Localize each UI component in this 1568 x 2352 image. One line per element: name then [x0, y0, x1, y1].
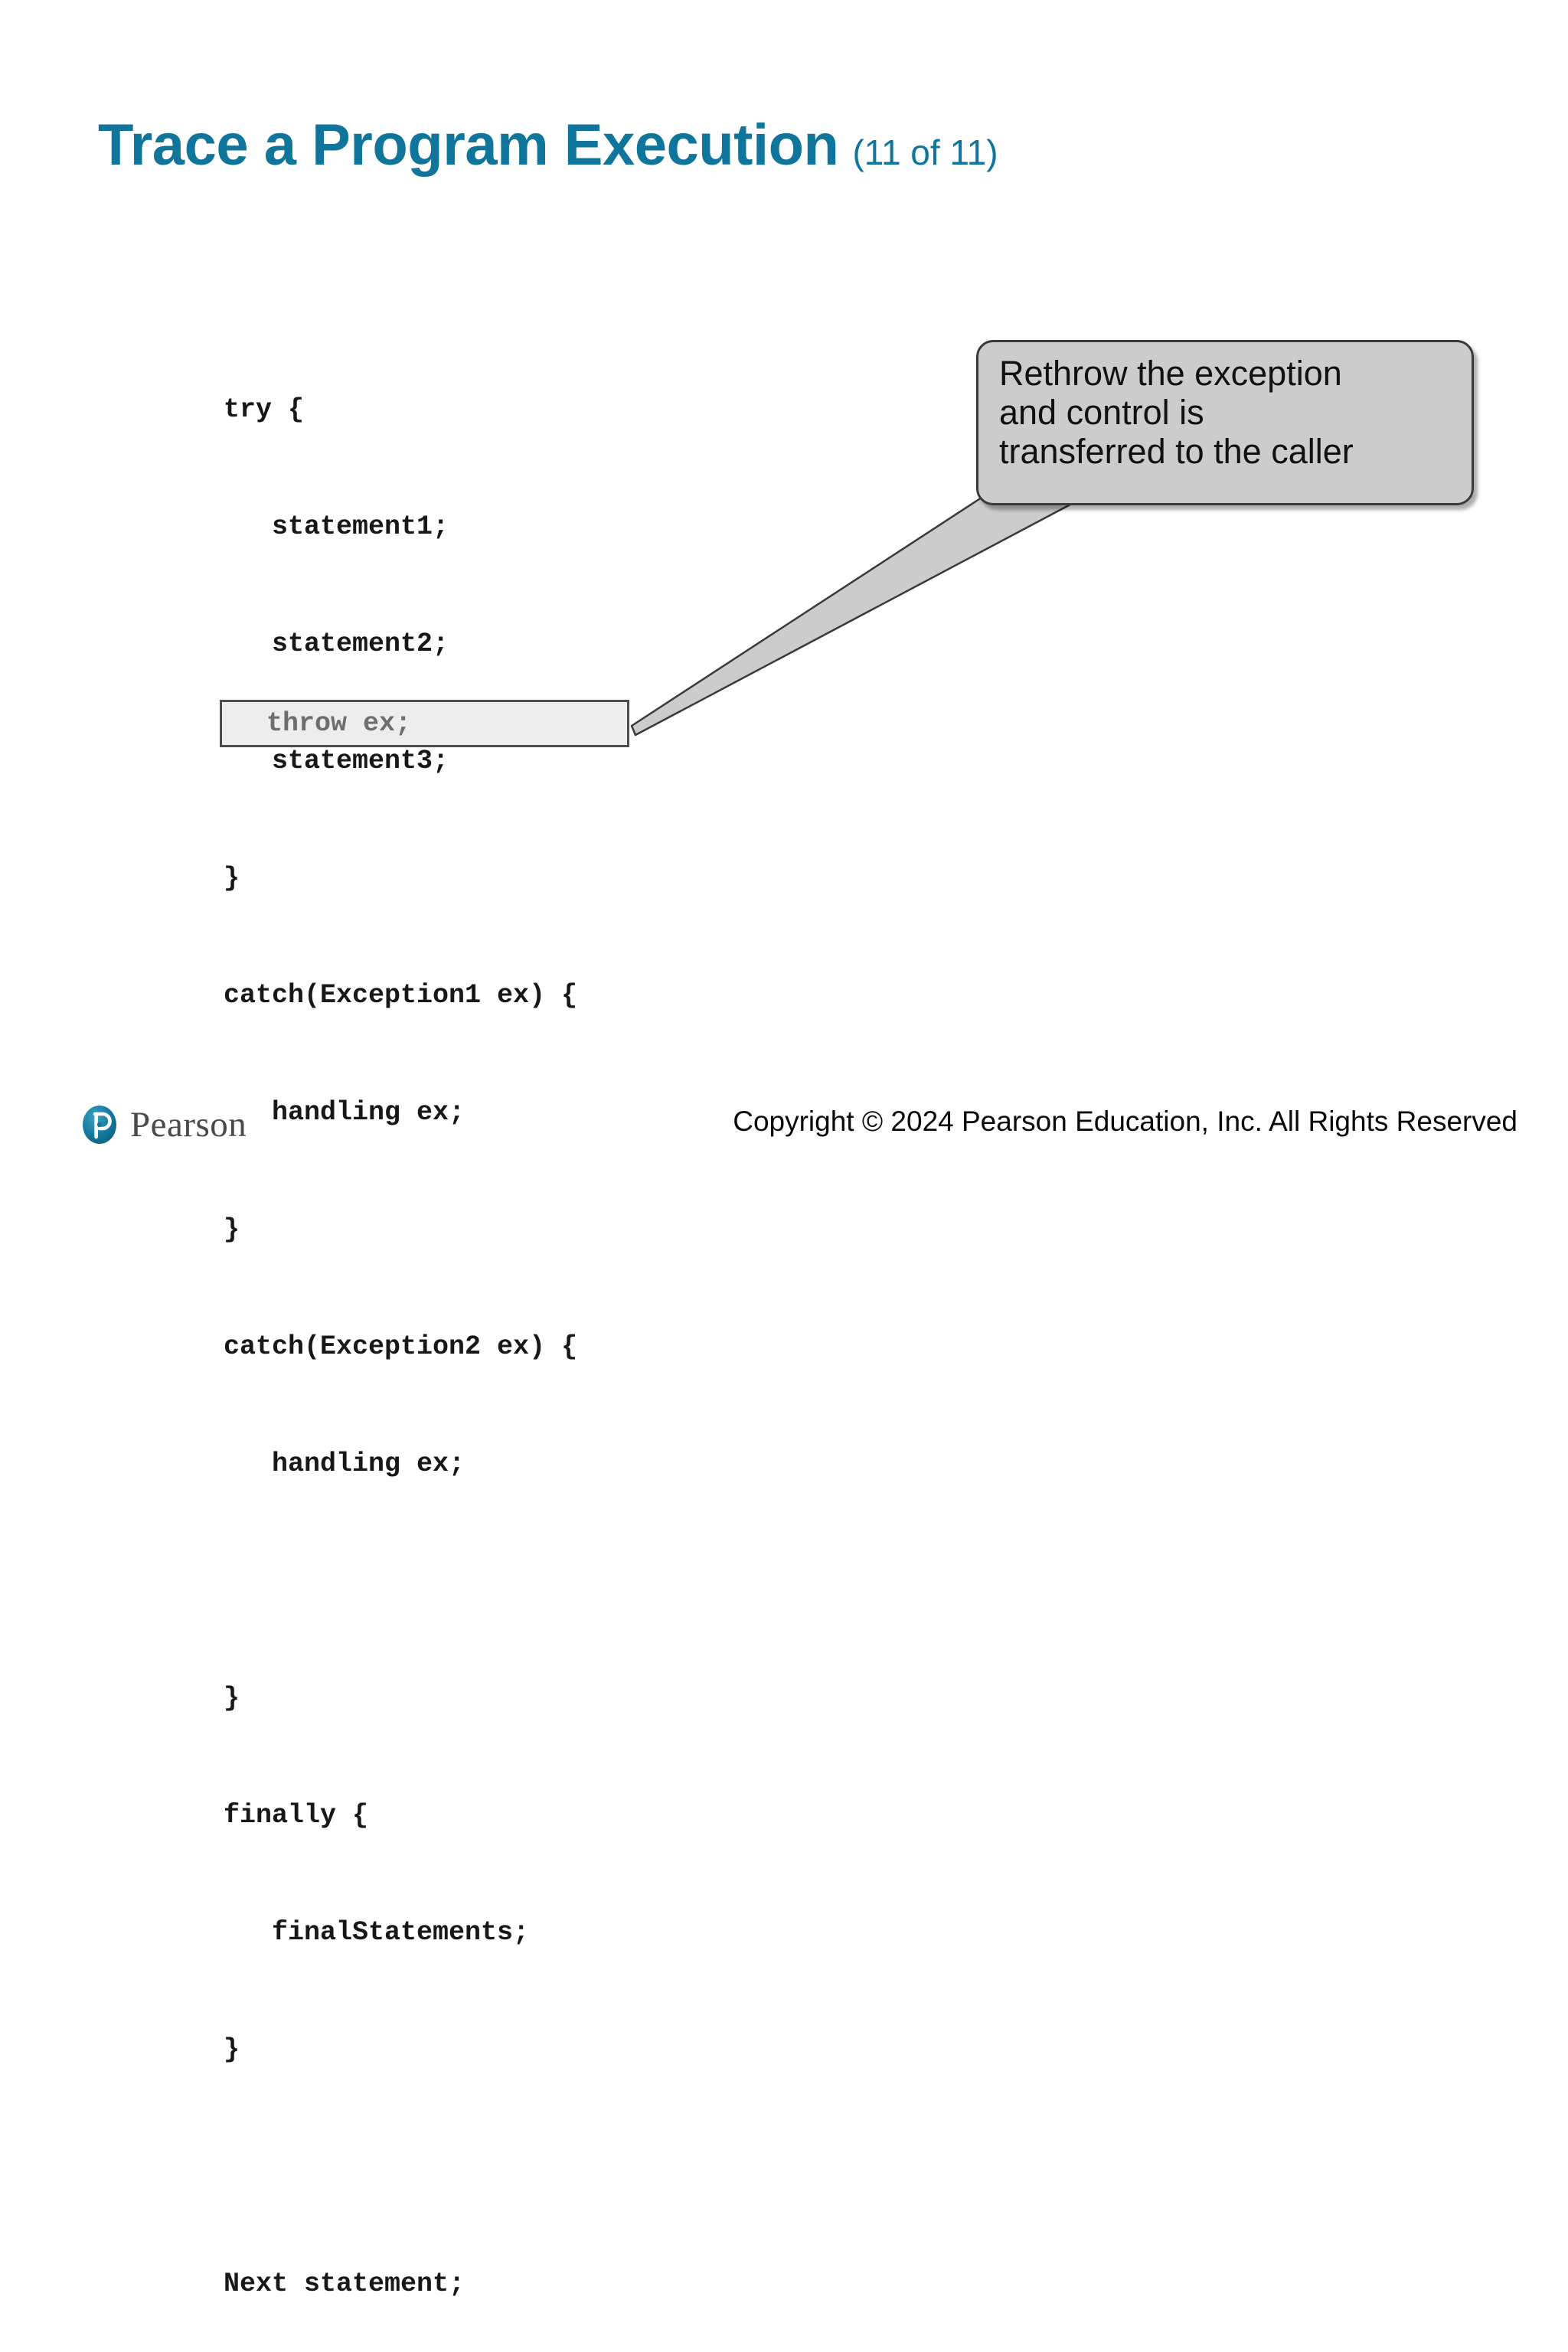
code-line: statement1; — [224, 511, 449, 542]
code-line: statement3; — [224, 746, 449, 776]
slide-canvas: Trace a Program Execution (11 of 11) try … — [80, 116, 1517, 2299]
code-line: } — [224, 2034, 240, 2065]
page-title-text: Trace a Program Execution — [98, 113, 839, 178]
callout-text: Rethrow the exception and control is tra… — [999, 354, 1466, 471]
code-line: statement2; — [224, 629, 449, 659]
code-line-blank — [224, 1562, 577, 1601]
code-listing: try { statement1; statement2; statement3… — [224, 312, 577, 2352]
callout-line: Rethrow the exception — [999, 354, 1342, 393]
callout-bubble — [976, 340, 1474, 505]
code-line: } — [224, 863, 240, 893]
page-title-counter: (11 of 11) — [852, 132, 998, 172]
copyright-notice: Copyright © 2024 Pearson Education, Inc.… — [733, 1106, 1517, 1137]
code-line-blank — [224, 2148, 577, 2187]
code-line: handling ex; — [224, 1097, 466, 1128]
code-line: } — [224, 1683, 240, 1713]
code-line: catch(Exception1 ex) { — [224, 980, 578, 1011]
code-line: finalStatements; — [224, 1917, 530, 1948]
code-line: Next statement; — [224, 2269, 466, 2299]
code-line: catch(Exception2 ex) { — [224, 1331, 578, 1362]
pearson-wordmark: Pearson — [130, 1104, 247, 1145]
pearson-logo: Pearson — [80, 1105, 247, 1145]
page-title: Trace a Program Execution (11 of 11) — [98, 116, 998, 175]
code-line: finally { — [224, 1800, 369, 1831]
callout-line: transferred to the caller — [999, 432, 1354, 471]
code-line: handling ex; — [224, 1449, 466, 1479]
pearson-p-icon — [83, 1106, 116, 1144]
highlight-box-throw — [220, 700, 629, 747]
code-line: try { — [224, 394, 305, 425]
highlighted-code-line: throw ex; — [266, 708, 412, 739]
code-line: } — [224, 1214, 240, 1245]
callout-line: and control is — [999, 393, 1204, 432]
